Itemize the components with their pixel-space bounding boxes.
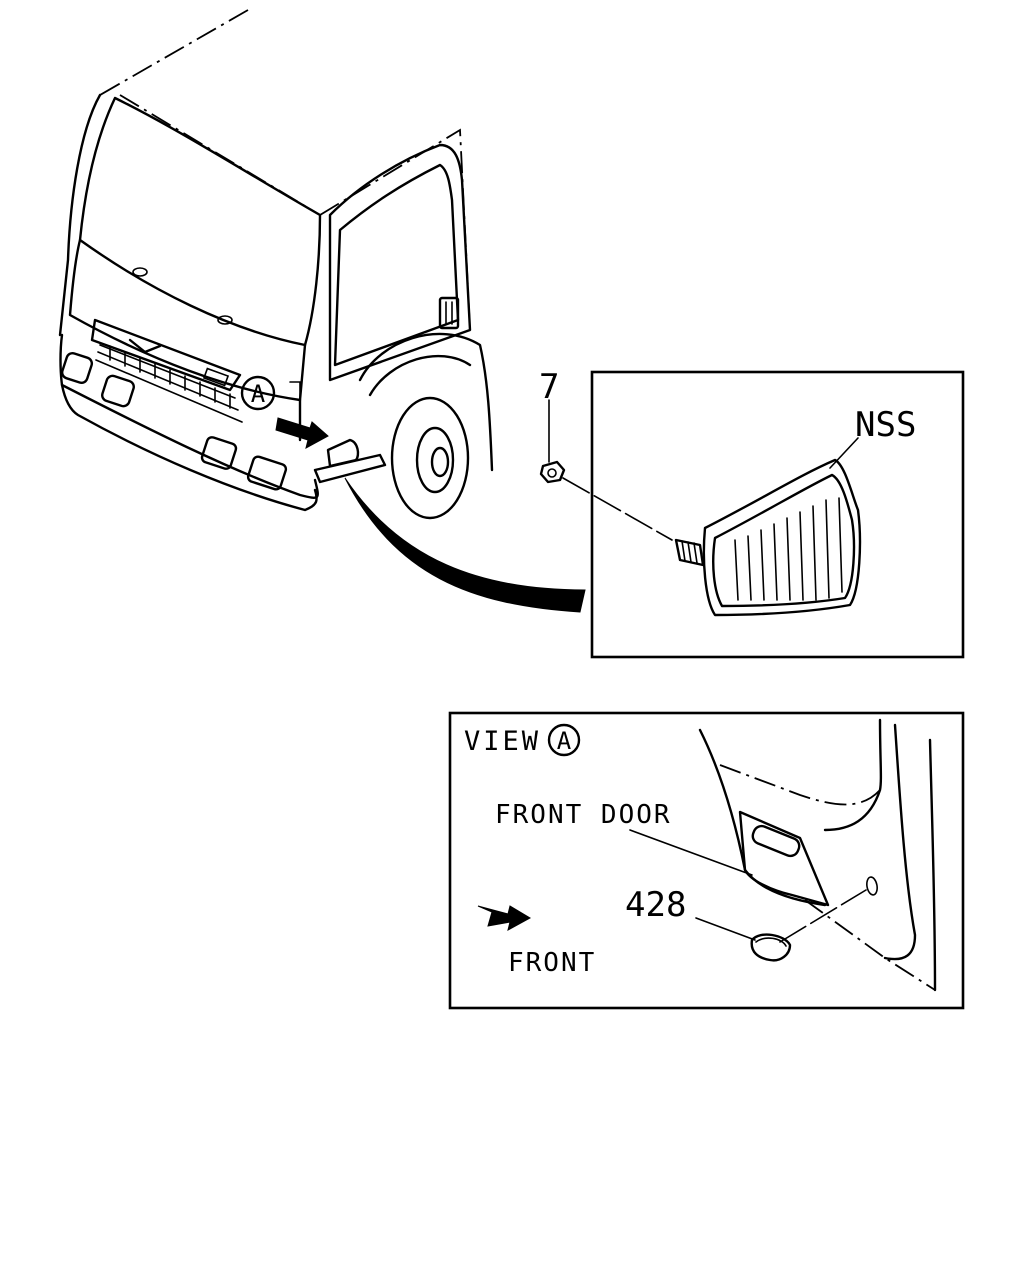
inset-view-title: VIEW (464, 726, 541, 757)
side-turn-lamp (674, 458, 862, 617)
inset-body-panel (698, 718, 937, 992)
inset-view-a-box (448, 711, 965, 1010)
truck-cab-illustration (58, 9, 494, 520)
view-direction-arrow (275, 417, 329, 449)
inset-front-door-label: FRONT DOOR (495, 800, 672, 830)
detail-leader-swoosh (344, 477, 586, 613)
nut-to-stud-leader (562, 477, 673, 541)
front-door-leader (629, 829, 753, 876)
view-marker-a: A (240, 375, 276, 411)
view-marker-letter: A (251, 380, 266, 408)
lens-ribs (734, 497, 843, 601)
callout-428: 428 (625, 885, 686, 925)
inset-view-letter: A (557, 727, 572, 755)
nss-leader (829, 437, 859, 469)
nut-part-7 (539, 399, 566, 484)
grommet-part-428 (750, 933, 792, 962)
grille-slats (109, 345, 231, 409)
grommet-to-hole-leader (779, 889, 867, 943)
callout-7: 7 (539, 367, 559, 407)
inset-front-label: FRONT (508, 948, 596, 978)
grommet-428-leader (695, 917, 756, 941)
inset-view-letter-circle (547, 723, 581, 757)
callout-nss: NSS (855, 405, 916, 445)
front-direction-arrow (477, 905, 532, 931)
detail-box-side-lamp (590, 370, 965, 659)
